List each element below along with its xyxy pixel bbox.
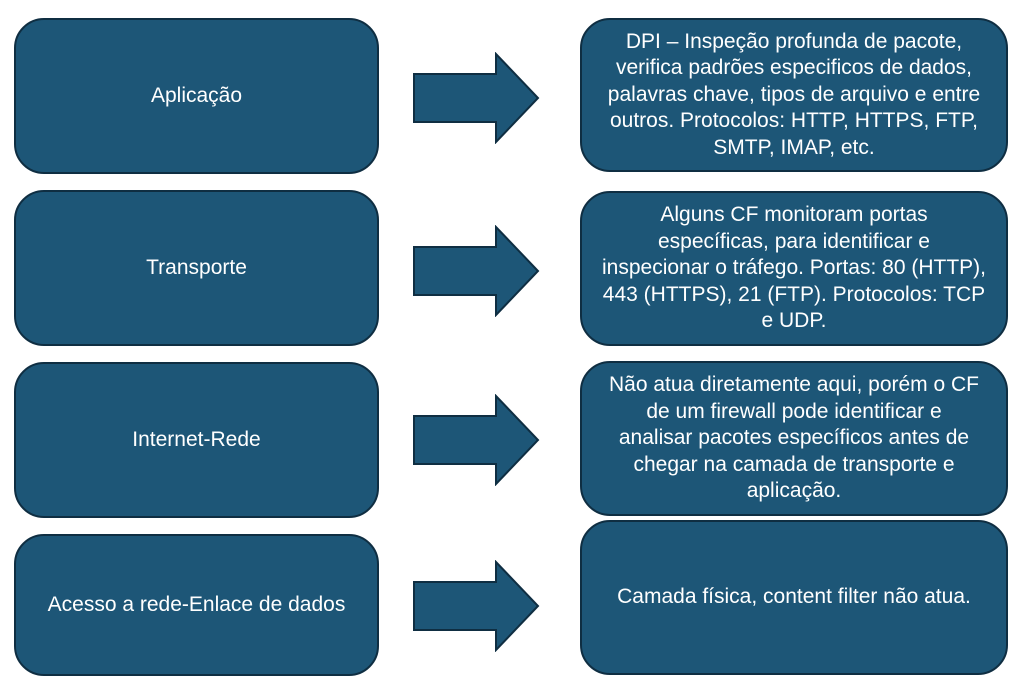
description-text: Camada física, content filter não atua. <box>617 585 971 609</box>
description-box-acesso-rede: Camada física, content filter não atua. <box>580 520 1008 675</box>
arrow-right-icon <box>413 394 540 486</box>
description-text: Alguns CF monitoram portas específicas, … <box>602 203 986 333</box>
layer-box-aplicacao: Aplicação <box>14 18 379 174</box>
description-text: DPI – Inspeção profunda de pacote, verif… <box>607 29 981 159</box>
layer-label: Transporte <box>146 256 247 279</box>
description-box-aplicacao: DPI – Inspeção profunda de pacote, verif… <box>580 18 1008 172</box>
arrow-right-icon <box>413 225 540 317</box>
arrow-right-icon <box>413 52 540 144</box>
layer-box-acesso-rede: Acesso a rede-Enlace de dados <box>14 534 379 676</box>
layer-box-transporte: Transporte <box>14 190 379 346</box>
layer-box-internet-rede: Internet-Rede <box>14 362 379 518</box>
layer-label: Aplicação <box>150 84 243 107</box>
description-box-internet-rede: Não atua diretamente aqui, porém o CF de… <box>580 361 1008 516</box>
description-box-transporte: Alguns CF monitoram portas específicas, … <box>580 191 1008 346</box>
description-text: Não atua diretamente aqui, porém o CF de… <box>608 373 980 503</box>
layer-label: Acesso a rede-Enlace de dados <box>47 593 346 616</box>
layer-label: Internet-Rede <box>132 428 261 451</box>
arrow-right-icon <box>413 560 540 652</box>
